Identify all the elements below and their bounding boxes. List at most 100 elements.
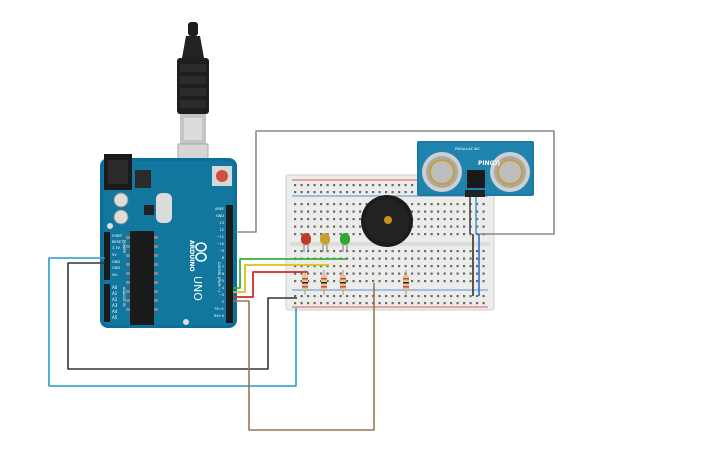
breadboard-hole (339, 191, 342, 194)
breadboard-hole (339, 302, 342, 305)
breadboard-hole (430, 257, 433, 260)
breadboard-hole (469, 257, 472, 260)
ultrasonic-sensor[interactable]: PARALLAX INC PING)) (417, 141, 534, 197)
breadboard-hole (404, 302, 407, 305)
breadboard-hole (307, 272, 310, 275)
breadboard-hole (476, 250, 479, 253)
breadboard-hole (456, 233, 459, 236)
wire-green[interactable] (233, 258, 346, 289)
breadboard-hole (450, 295, 453, 298)
resistor[interactable] (340, 270, 346, 295)
breadboard-hole (326, 203, 329, 206)
breadboard-hole (430, 302, 433, 305)
breadboard-hole (294, 210, 297, 213)
breadboard-hole (398, 257, 401, 260)
breadboard-hole (307, 210, 310, 213)
led-red[interactable] (301, 233, 311, 252)
breadboard-hole (391, 295, 394, 298)
breadboard-hole (385, 265, 388, 268)
breadboard-hole (391, 184, 394, 187)
breadboard-hole (417, 272, 420, 275)
breadboard-hole (417, 265, 420, 268)
breadboard-hole (450, 302, 453, 305)
sensor-header-label: PARALLAX INC (455, 147, 481, 151)
wire-brown[interactable] (233, 283, 375, 431)
breadboard-hole (359, 203, 362, 206)
breadboard-hole (385, 191, 388, 194)
led-green[interactable] (340, 233, 350, 252)
pin-label: 7 (222, 265, 224, 269)
breadboard-hole (378, 257, 381, 260)
breadboard-hole (482, 225, 485, 228)
breadboard-hole (463, 233, 466, 236)
breadboard-hole (411, 210, 414, 213)
breadboard-hole (385, 280, 388, 283)
breadboard-hole (300, 250, 303, 253)
breadboard-hole (469, 265, 472, 268)
pin-label: ~10 (217, 242, 224, 246)
piezo-buzzer[interactable] (361, 195, 413, 247)
breadboard-hole (411, 280, 414, 283)
wire-black[interactable] (67, 262, 297, 370)
breadboard-hole (482, 272, 485, 275)
breadboard-hole (294, 272, 297, 275)
breadboard-hole (365, 280, 368, 283)
pin-label: AREF (215, 207, 224, 211)
breadboard-hole (450, 210, 453, 213)
breadboard-hole (391, 280, 394, 283)
breadboard-hole (300, 302, 303, 305)
breadboard-hole (294, 233, 297, 236)
pin-label: Vin (112, 273, 118, 277)
breadboard-hole (300, 295, 303, 298)
capacitor (113, 209, 129, 225)
breadboard-hole (307, 203, 310, 206)
breadboard-hole (333, 302, 336, 305)
breadboard-hole (430, 233, 433, 236)
resistor[interactable] (321, 270, 327, 295)
resistor[interactable] (302, 270, 308, 295)
breadboard-hole (450, 203, 453, 206)
reset-button[interactable] (212, 166, 232, 186)
breadboard-hole (307, 225, 310, 228)
wire-blue[interactable] (48, 257, 297, 387)
breadboard-hole (339, 218, 342, 221)
breadboard-hole (313, 233, 316, 236)
breadboard-hole (411, 265, 414, 268)
breadboard-hole (469, 272, 472, 275)
breadboard-hole (437, 203, 440, 206)
breadboard-hole (320, 210, 323, 213)
breadboard-hole (352, 295, 355, 298)
breadboard-hole (411, 272, 414, 275)
breadboard-hole (300, 210, 303, 213)
led-yellow[interactable] (320, 233, 330, 252)
breadboard-hole (424, 265, 427, 268)
sensor-chip (467, 170, 485, 188)
breadboard-hole (456, 265, 459, 268)
breadboard-hole (300, 225, 303, 228)
breadboard-hole (339, 203, 342, 206)
pin-label: ~5 (219, 279, 224, 283)
breadboard-hole (300, 203, 303, 206)
breadboard-hole (359, 218, 362, 221)
breadboard-hole (391, 302, 394, 305)
breadboard-hole (430, 295, 433, 298)
breadboard-hole (482, 265, 485, 268)
breadboard-hole (417, 233, 420, 236)
breadboard-hole (437, 272, 440, 275)
breadboard-hole (430, 265, 433, 268)
breadboard-hole (456, 272, 459, 275)
arduino-logo: ARDUINO UNO (188, 240, 207, 301)
wire-red[interactable] (233, 271, 308, 298)
breadboard-hole (359, 295, 362, 298)
breadboard-hole (294, 184, 297, 187)
resistor[interactable] (403, 270, 409, 295)
sensor-pins (465, 190, 485, 197)
breadboard-hole (333, 218, 336, 221)
breadboard-hole (411, 302, 414, 305)
wire-grey[interactable] (236, 130, 555, 235)
pin-label: GND (216, 214, 224, 218)
wire-yellow[interactable] (233, 264, 329, 293)
breadboard-hole (378, 265, 381, 268)
breadboard-hole (391, 265, 394, 268)
transducer-left (422, 152, 462, 192)
